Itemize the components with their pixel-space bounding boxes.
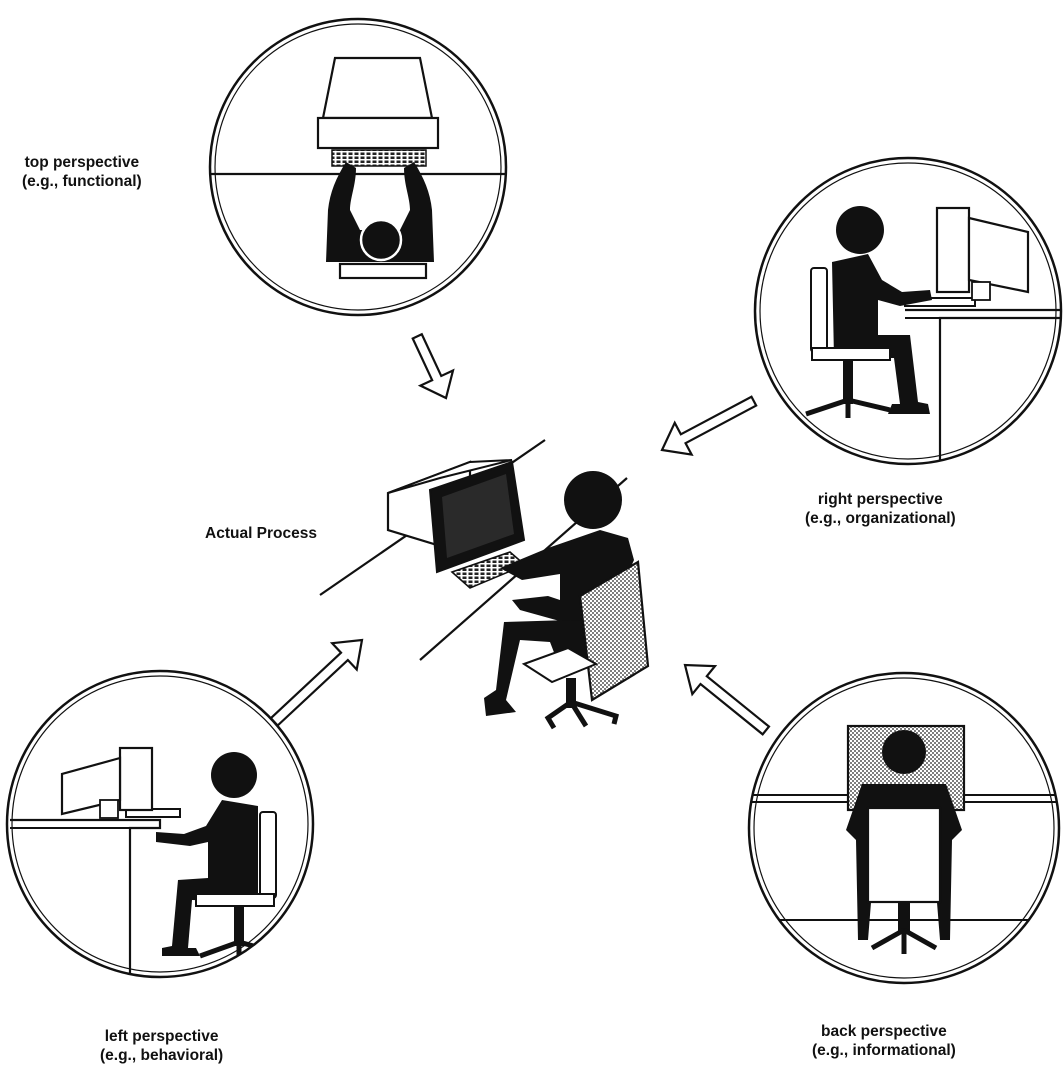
back-perspective-view <box>740 673 1063 983</box>
person-shape <box>882 730 926 774</box>
arrow-top-to-center <box>401 329 462 406</box>
left-perspective-subtitle: (e.g., behavioral) <box>100 1046 223 1065</box>
person-shape <box>211 752 257 798</box>
arrow-back-to-center <box>674 651 777 744</box>
left-perspective-title: left perspective <box>100 1027 223 1046</box>
back-perspective-subtitle: (e.g., informational) <box>812 1041 956 1060</box>
left-perspective-label: left perspective (e.g., behavioral) <box>100 1027 223 1065</box>
chair-shape <box>811 268 827 352</box>
chair-shape <box>260 812 276 898</box>
monitor-shape <box>120 748 152 810</box>
top-perspective-title: top perspective <box>22 153 142 172</box>
person-shape <box>836 206 884 254</box>
actual-process-title: Actual Process <box>205 524 317 543</box>
arrow-left-to-center <box>262 627 374 735</box>
back-perspective-label: back perspective (e.g., informational) <box>812 1022 956 1060</box>
right-perspective-title: right perspective <box>805 490 956 509</box>
monitor-shape <box>323 58 432 118</box>
top-perspective-label: top perspective (e.g., functional) <box>22 153 142 191</box>
arrow-right-to-center <box>654 385 763 466</box>
top-perspective-view <box>205 19 515 315</box>
person-shape <box>564 471 622 529</box>
right-perspective-label: right perspective (e.g., organizational) <box>805 490 956 528</box>
chair-shape <box>868 808 940 902</box>
actual-process-figure <box>320 440 648 728</box>
right-perspective-subtitle: (e.g., organizational) <box>805 509 956 528</box>
monitor-shape <box>937 208 969 292</box>
left-perspective-view <box>7 671 313 980</box>
right-perspective-view <box>755 158 1063 470</box>
back-perspective-title: back perspective <box>812 1022 956 1041</box>
actual-process-label: Actual Process <box>205 524 317 543</box>
top-perspective-subtitle: (e.g., functional) <box>22 172 142 191</box>
chair-shape <box>340 264 426 278</box>
